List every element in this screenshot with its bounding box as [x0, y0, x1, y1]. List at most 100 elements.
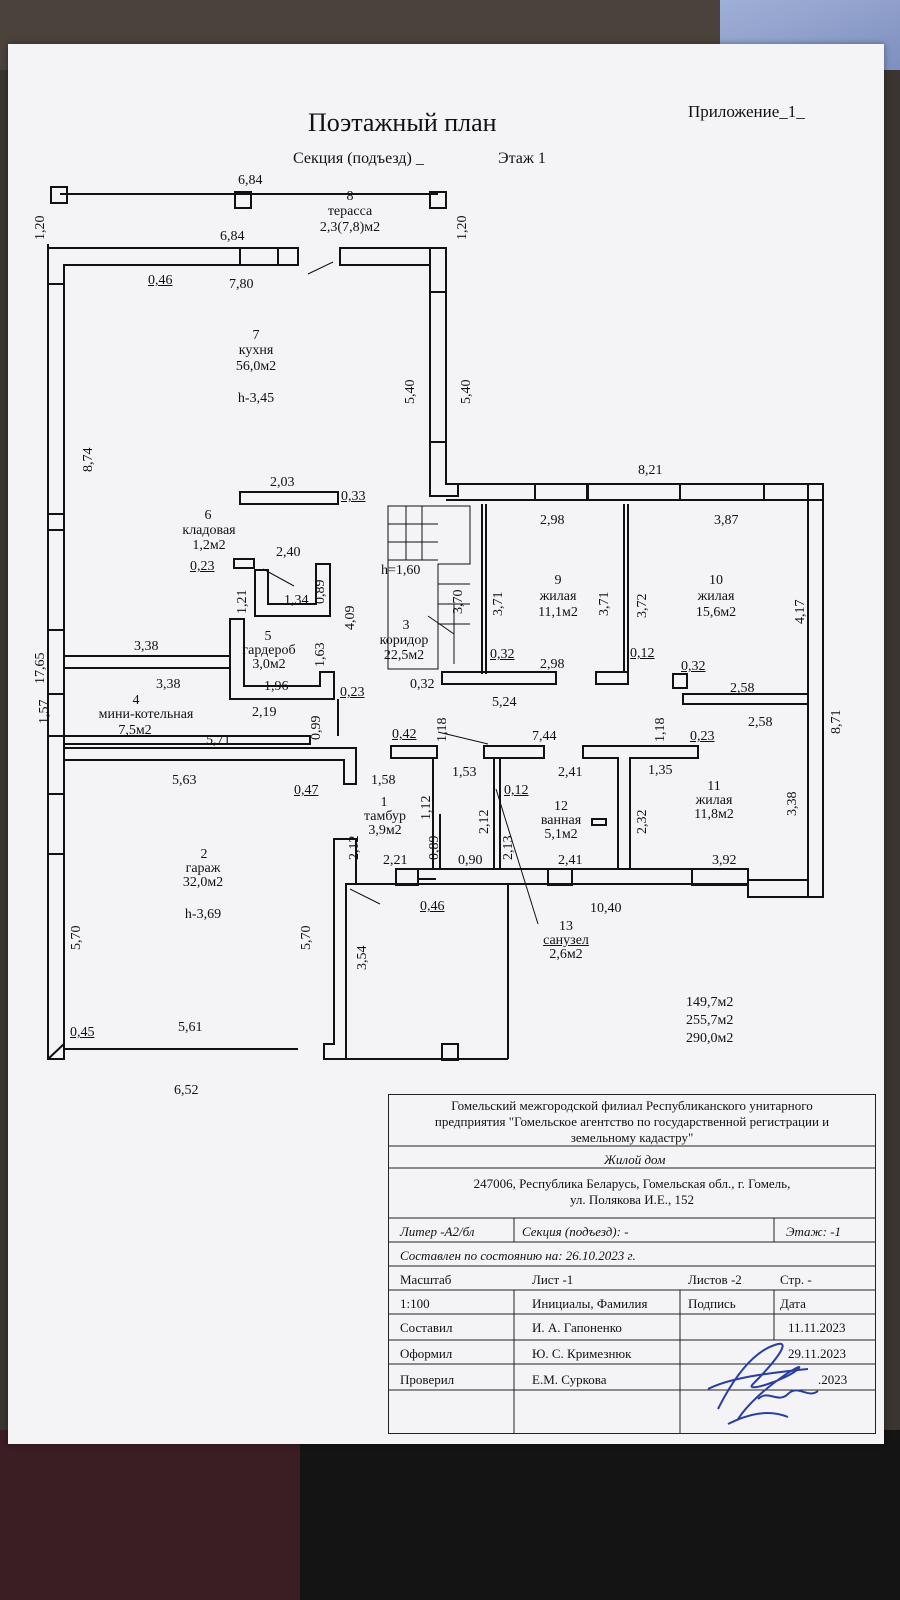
tb-header: Лист -1	[532, 1272, 574, 1287]
room-6-area: 1,2м2	[192, 538, 226, 553]
dim-label: 10,40	[590, 901, 622, 916]
dim-label: 1,58	[371, 773, 396, 788]
dim-label: 1,53	[452, 765, 477, 780]
dim-label: 0,42	[392, 727, 417, 742]
room-2-height: h-3,69	[184, 907, 222, 922]
boiler-wall-bottom	[63, 735, 311, 745]
dim-label: 0,12	[630, 646, 655, 661]
partition-corridor	[595, 671, 629, 685]
bath-fixture	[591, 818, 607, 826]
dim-label: 0,46	[148, 273, 173, 288]
room-10-area: 15,6м2	[695, 605, 737, 620]
window-left	[47, 793, 65, 855]
dim-label: 4,09	[343, 605, 358, 631]
dim-label: 3,72	[635, 593, 650, 619]
wardrobe-wall	[229, 618, 335, 700]
boiler-wall-top	[63, 655, 231, 669]
dim-label: 2,98	[540, 657, 565, 672]
dim-label: 7,44	[532, 729, 557, 744]
window-bedroom	[679, 483, 765, 501]
dim-label: 1,34	[284, 593, 309, 608]
background-bottom-left	[0, 1430, 300, 1600]
total-area: 149,7м2	[686, 995, 734, 1010]
dim-label: 6,84	[220, 229, 245, 244]
role-compiled: Составил	[400, 1320, 453, 1335]
dim-label: 0,89	[313, 579, 328, 605]
garage-wall-right	[323, 838, 357, 1060]
dim-label: 3,92	[712, 853, 737, 868]
room-1-number: 1	[380, 795, 388, 810]
room-9-name: жилая	[539, 589, 577, 604]
tb-col-label: Подпись	[688, 1296, 736, 1311]
dim-label: 3,38	[785, 791, 800, 817]
room-8-area: 2,3(7,8)м2	[319, 220, 381, 235]
leader-line	[262, 568, 295, 587]
dim-label: 0,33	[341, 489, 366, 504]
partition-vestibule	[390, 745, 438, 759]
dim-label: 3,38	[134, 639, 159, 654]
date-compiled: 11.11.2023	[788, 1320, 846, 1335]
dim-label: 0,12	[504, 783, 529, 798]
leader-line	[437, 731, 489, 745]
room-11-area: 11,8м2	[694, 807, 734, 822]
partition-stub	[672, 673, 688, 689]
outer-wall-kitchen-right	[429, 247, 459, 497]
dim-label: 5,40	[459, 379, 474, 405]
terrace-post	[429, 191, 447, 209]
leader-line	[495, 788, 539, 925]
window-bottom	[691, 868, 749, 886]
room-13-name: санузел	[543, 933, 589, 948]
terrace-post	[50, 186, 68, 204]
wall-stub	[395, 868, 419, 886]
room-4-name: мини-котельная	[98, 707, 194, 722]
dim-label: 1,20	[33, 215, 48, 241]
partition-bath	[483, 745, 545, 759]
dim-label: 17,65	[33, 652, 48, 685]
total-area: 255,7м2	[686, 1013, 734, 1028]
dim-label: 6,52	[174, 1083, 199, 1098]
role-checked: Проверил	[400, 1372, 455, 1387]
dim-label: 5,61	[178, 1020, 203, 1035]
dim-label: 1,12	[419, 795, 434, 821]
tb-header: Стр. -	[780, 1272, 812, 1287]
room-9-area: 11,1м2	[538, 605, 578, 620]
dim-label: 1,35	[648, 763, 673, 778]
room-9-number: 9	[554, 573, 562, 588]
compiled-state: Составлен по состоянию на: 26.10.2023 г.	[400, 1248, 636, 1263]
dim-label: 2,40	[276, 545, 301, 560]
room-13-area: 2,6м2	[549, 947, 583, 962]
window-left	[47, 283, 65, 515]
dim-label: 5,24	[492, 695, 517, 710]
dim-label: 8,74	[81, 447, 96, 473]
tb-header: Масштаб	[400, 1272, 452, 1287]
dim-label: 2,21	[383, 853, 408, 868]
dim-label: 2,41	[558, 765, 583, 780]
room-7-height: h-3,45	[237, 391, 275, 406]
dim-label: 5,63	[172, 773, 197, 788]
dim-label: 0,47	[294, 783, 319, 798]
window-bedroom	[534, 483, 588, 501]
outer-wall-right	[807, 499, 824, 898]
room-5-number: 5	[264, 629, 272, 644]
room-6-number: 6	[204, 508, 212, 523]
floor-plan-drawing	[47, 186, 824, 1061]
signature-scribble	[707, 1342, 819, 1425]
dim-label: 3,38	[156, 677, 181, 692]
terrace-post	[234, 191, 252, 209]
room-10-name: жилая	[697, 589, 735, 604]
address: 247006, Республика Беларусь, Гомельская …	[473, 1176, 791, 1207]
room-3-area: 22,5м2	[383, 648, 425, 663]
dim-label: 3,70	[451, 589, 466, 615]
dim-label: 6,84	[238, 173, 263, 188]
room-5-area: 3,0м2	[252, 657, 286, 672]
room-7-area: 56,0м2	[235, 359, 277, 374]
dim-label: 3,87	[714, 513, 739, 528]
tb-col-label: Дата	[780, 1296, 806, 1311]
room-11-number: 11	[707, 779, 721, 794]
room-13-number: 13	[559, 919, 573, 934]
room-1-name: тамбур	[364, 809, 406, 824]
leader-line	[427, 615, 455, 635]
dim-label: 0,99	[309, 715, 324, 741]
storage-wall	[233, 558, 255, 569]
dim-label: 2,19	[252, 705, 277, 720]
